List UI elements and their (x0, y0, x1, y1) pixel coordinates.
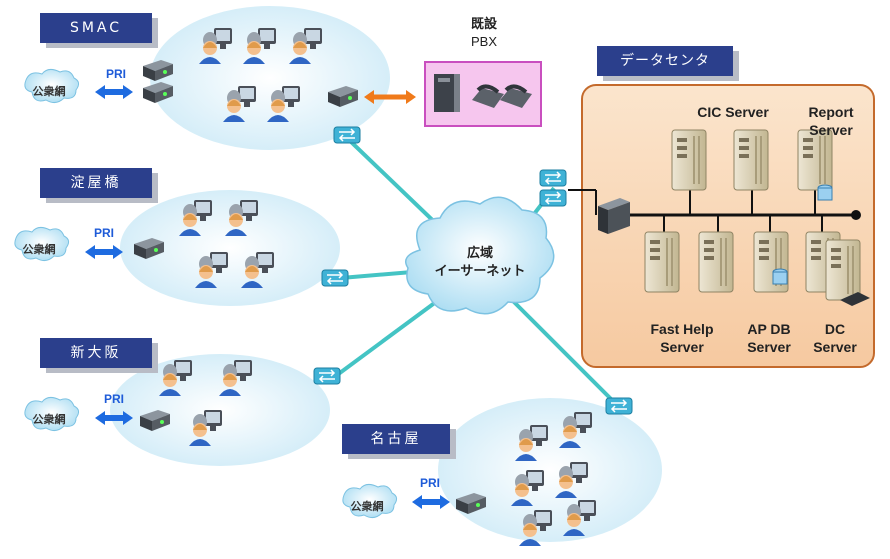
datacenter-network (568, 185, 861, 234)
pstn-label: 公衆網 (32, 414, 66, 426)
pstn-label: 公衆網 (350, 501, 384, 513)
nagoya-cluster (438, 398, 662, 542)
server-label-report: Report Server (808, 104, 854, 138)
yodoyabashi-cluster (120, 190, 340, 306)
wan-cloud (405, 196, 555, 315)
server-label-cic: CIC Server (697, 104, 769, 120)
pri-arrows (85, 85, 450, 509)
pri-label: PRI (106, 67, 127, 81)
wan-label: 広域 イーサーネット (428, 244, 532, 280)
pri-label: PRI (94, 226, 115, 240)
cloud-icon (342, 483, 398, 519)
site-label-shinosaka: 新大阪 (40, 338, 152, 368)
server-label-apdb: AP DB Server (747, 321, 791, 355)
site-label-nagoya: 名古屋 (342, 424, 450, 454)
pbx-icon (434, 74, 460, 112)
pstn-label: 公衆網 (22, 244, 56, 256)
site-label-yodoyabashi: 淀屋橋 (40, 168, 152, 198)
wan-label-line2: イーサーネット (434, 263, 526, 278)
keyboard-icon (840, 292, 870, 306)
site-label-smac: SMAC (40, 13, 152, 43)
cloud-icon (24, 68, 80, 104)
wan-label-line1: 広域 (466, 245, 493, 260)
pbx-link (364, 90, 416, 104)
servers (644, 129, 870, 306)
server-label-dc: DC Server (813, 321, 857, 355)
server-label-fasthelp: Fast Help Server (650, 321, 714, 355)
datacenter-label: データセンタ (597, 46, 733, 76)
pbx-box (424, 61, 542, 127)
dc-switch-icon (598, 198, 630, 234)
pbx-subtitle: PBX (470, 34, 497, 49)
cloud-icon (14, 226, 70, 262)
pri-label: PRI (104, 392, 125, 406)
cloud-icon (24, 396, 80, 432)
pbx-title: 既設 (470, 16, 497, 31)
pri-label: PRI (420, 476, 441, 490)
pstn-label: 公衆網 (32, 86, 66, 98)
pstn-clouds (14, 68, 398, 519)
